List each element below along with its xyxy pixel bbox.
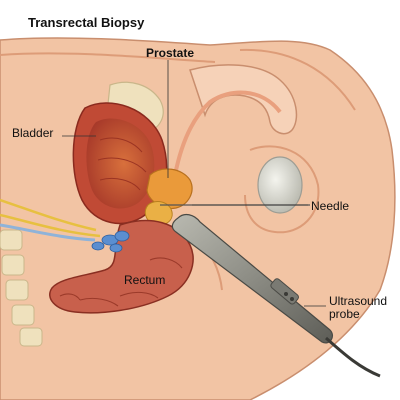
rectum-folds [59, 257, 183, 307]
skin-fold [239, 48, 356, 111]
sacrum [0, 229, 43, 347]
probe-cable [324, 336, 381, 378]
label-needle: Needle [311, 199, 350, 213]
leader-lines [62, 60, 326, 307]
ureters [0, 223, 96, 242]
label-bladder: Bladder [12, 126, 54, 140]
urethra [173, 90, 282, 176]
label-rectum: Rectum [124, 273, 166, 287]
ultrasound-probe [171, 213, 381, 378]
penis [189, 64, 298, 135]
scrotum [244, 145, 320, 234]
label-prostate: Prostate [146, 46, 195, 60]
label-ultrasound-probe: Ultrasound probe [329, 294, 388, 322]
label-probe-line1: Ultrasound [329, 294, 388, 308]
nerves [0, 198, 101, 238]
rectum-body [49, 219, 194, 314]
bladder-lumen [86, 118, 155, 209]
figure-title: Transrectal Biopsy [28, 15, 145, 30]
seminal-vesicle [144, 201, 173, 226]
rectal-veins [91, 230, 130, 253]
skin-fold [0, 52, 216, 63]
bladder-folds [97, 137, 147, 191]
label-probe-line2: probe [329, 307, 360, 322]
testis [257, 156, 303, 214]
